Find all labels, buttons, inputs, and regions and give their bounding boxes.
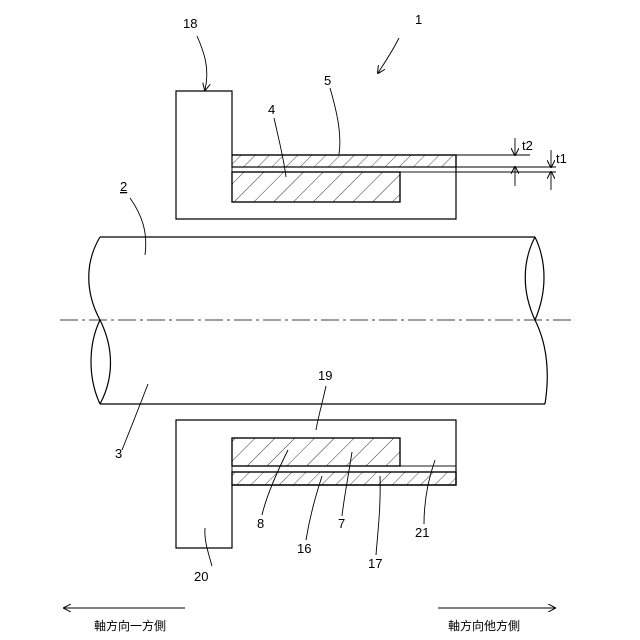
label-t2: t2 — [522, 138, 533, 153]
label-21: 21 — [415, 525, 429, 540]
label-18: 18 — [183, 16, 197, 31]
label-3: 3 — [115, 446, 122, 461]
direction-indicators: 軸方向一方側 軸方向他方側 — [64, 608, 555, 633]
label-t1: t1 — [556, 151, 567, 166]
label-4: 4 — [268, 102, 275, 117]
upper-inner-layer — [232, 167, 456, 172]
lower-housing-section — [176, 420, 456, 548]
left-direction-label: 軸方向一方側 — [94, 618, 166, 633]
label-7: 7 — [338, 516, 345, 531]
right-direction-label: 軸方向他方側 — [448, 618, 520, 633]
label-20: 20 — [194, 569, 208, 584]
lower-inner-layer — [232, 466, 456, 472]
label-1: 1 — [415, 12, 422, 27]
label-8: 8 — [257, 516, 264, 531]
upper-housing-section — [176, 91, 456, 219]
label-19: 19 — [318, 368, 332, 383]
label-17: 17 — [368, 556, 382, 571]
label-16: 16 — [297, 541, 311, 556]
thickness-dimensions: t2 t1 — [456, 138, 567, 190]
label-2: 2 — [120, 179, 127, 194]
label-5: 5 — [324, 73, 331, 88]
